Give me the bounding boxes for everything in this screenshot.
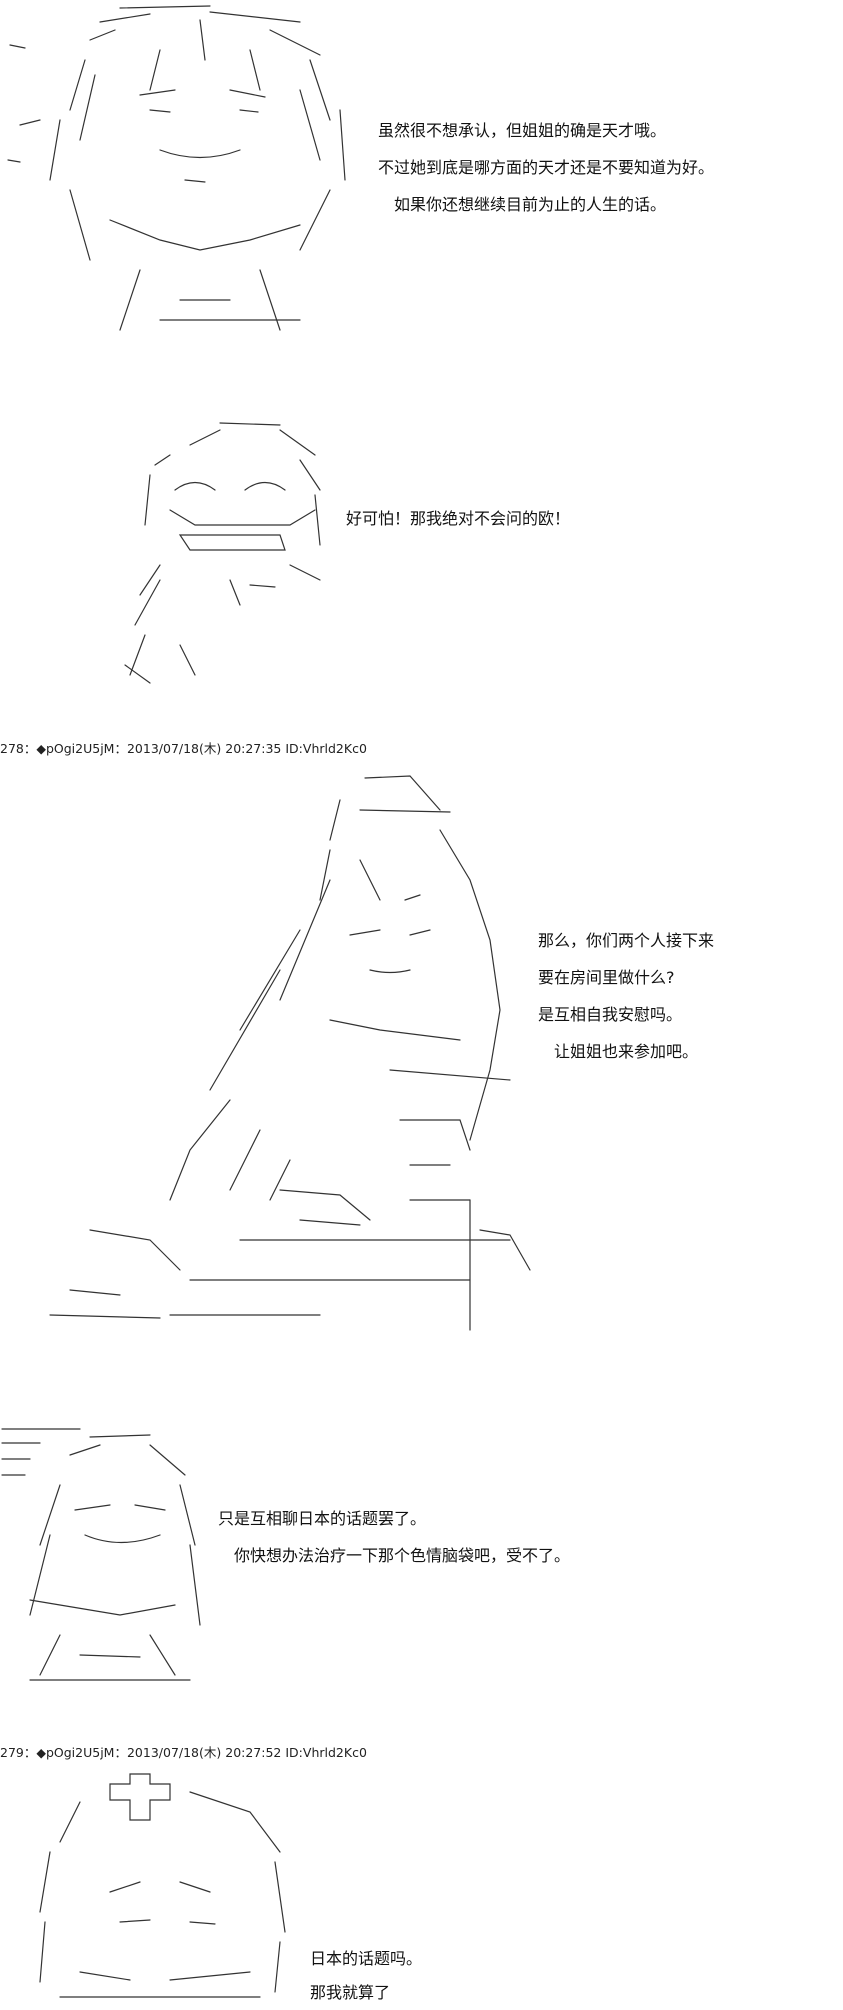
- dialog-line: 好可怕！那我绝对不会问的欧！: [346, 509, 571, 528]
- dialog-panel-1: 虽然很不想承认，但姐姐的确是天才哦。 不过她到底是哪方面的天才还是不要知道为好。…: [378, 112, 714, 223]
- dialog-panel-4: 只是互相聊日本的话题罢了。 你快想办法治疗一下那个色情脑袋吧，受不了。: [218, 1500, 570, 1574]
- dialog-line: 要在房间里做什么?: [538, 968, 675, 987]
- post-trip: ◆pOgi2U5jM: [36, 1745, 115, 1760]
- ascii-art-boy-1: [100, 415, 330, 685]
- dialog-panel-5: 日本的话题吗。 那我就算了: [310, 1942, 422, 2010]
- post-number: 279：: [0, 1745, 37, 1760]
- post-date: ：2013/07/18(木) 20:27:35: [114, 741, 282, 756]
- post-id: ID:Vhrld2Kc0: [285, 741, 367, 756]
- post-trip: ◆pOgi2U5jM: [36, 741, 115, 756]
- ascii-art-girl-2: [0, 1425, 210, 1685]
- post-number: 278：: [0, 741, 37, 756]
- cross-icon: [109, 1773, 171, 1821]
- post-header-278: 278：◆pOgi2U5jM：2013/07/18(木) 20:27:35 ID…: [0, 738, 367, 757]
- post-date: ：2013/07/18(木) 20:27:52: [114, 1745, 282, 1760]
- dialog-line: 你快想办法治疗一下那个色情脑袋吧，受不了。: [218, 1546, 571, 1565]
- dialog-panel-2: 好可怕！那我绝对不会问的欧！: [346, 500, 570, 537]
- dialog-line: 不过她到底是哪方面的天才还是不要知道为好。: [378, 158, 715, 177]
- dialog-line: 是互相自我安慰吗。: [538, 1005, 683, 1024]
- dialog-line: 日本的话题吗。: [310, 1949, 423, 1968]
- dialog-line: 那我就算了: [310, 1983, 391, 2002]
- dialog-line: 如果你还想继续目前为止的人生的话。: [378, 195, 667, 214]
- dialog-panel-3: 那么，你们两个人接下来 要在房间里做什么? 是互相自我安慰吗。 让姐姐也来参加吧…: [538, 922, 714, 1070]
- dialog-line: 那么，你们两个人接下来: [538, 931, 715, 950]
- ascii-art-boy-2: [20, 1772, 300, 2000]
- post-header-279: 279：◆pOgi2U5jM：2013/07/18(木) 20:27:52 ID…: [0, 1742, 367, 1761]
- ascii-art-girl-1: [0, 0, 390, 345]
- dialog-line: 只是互相聊日本的话题罢了。: [218, 1509, 427, 1528]
- dialog-line: 让姐姐也来参加吧。: [538, 1042, 699, 1061]
- post-id: ID:Vhrld2Kc0: [285, 1745, 367, 1760]
- dialog-line: 虽然很不想承认，但姐姐的确是天才哦。: [378, 121, 667, 140]
- ascii-art-sister: [30, 770, 550, 1345]
